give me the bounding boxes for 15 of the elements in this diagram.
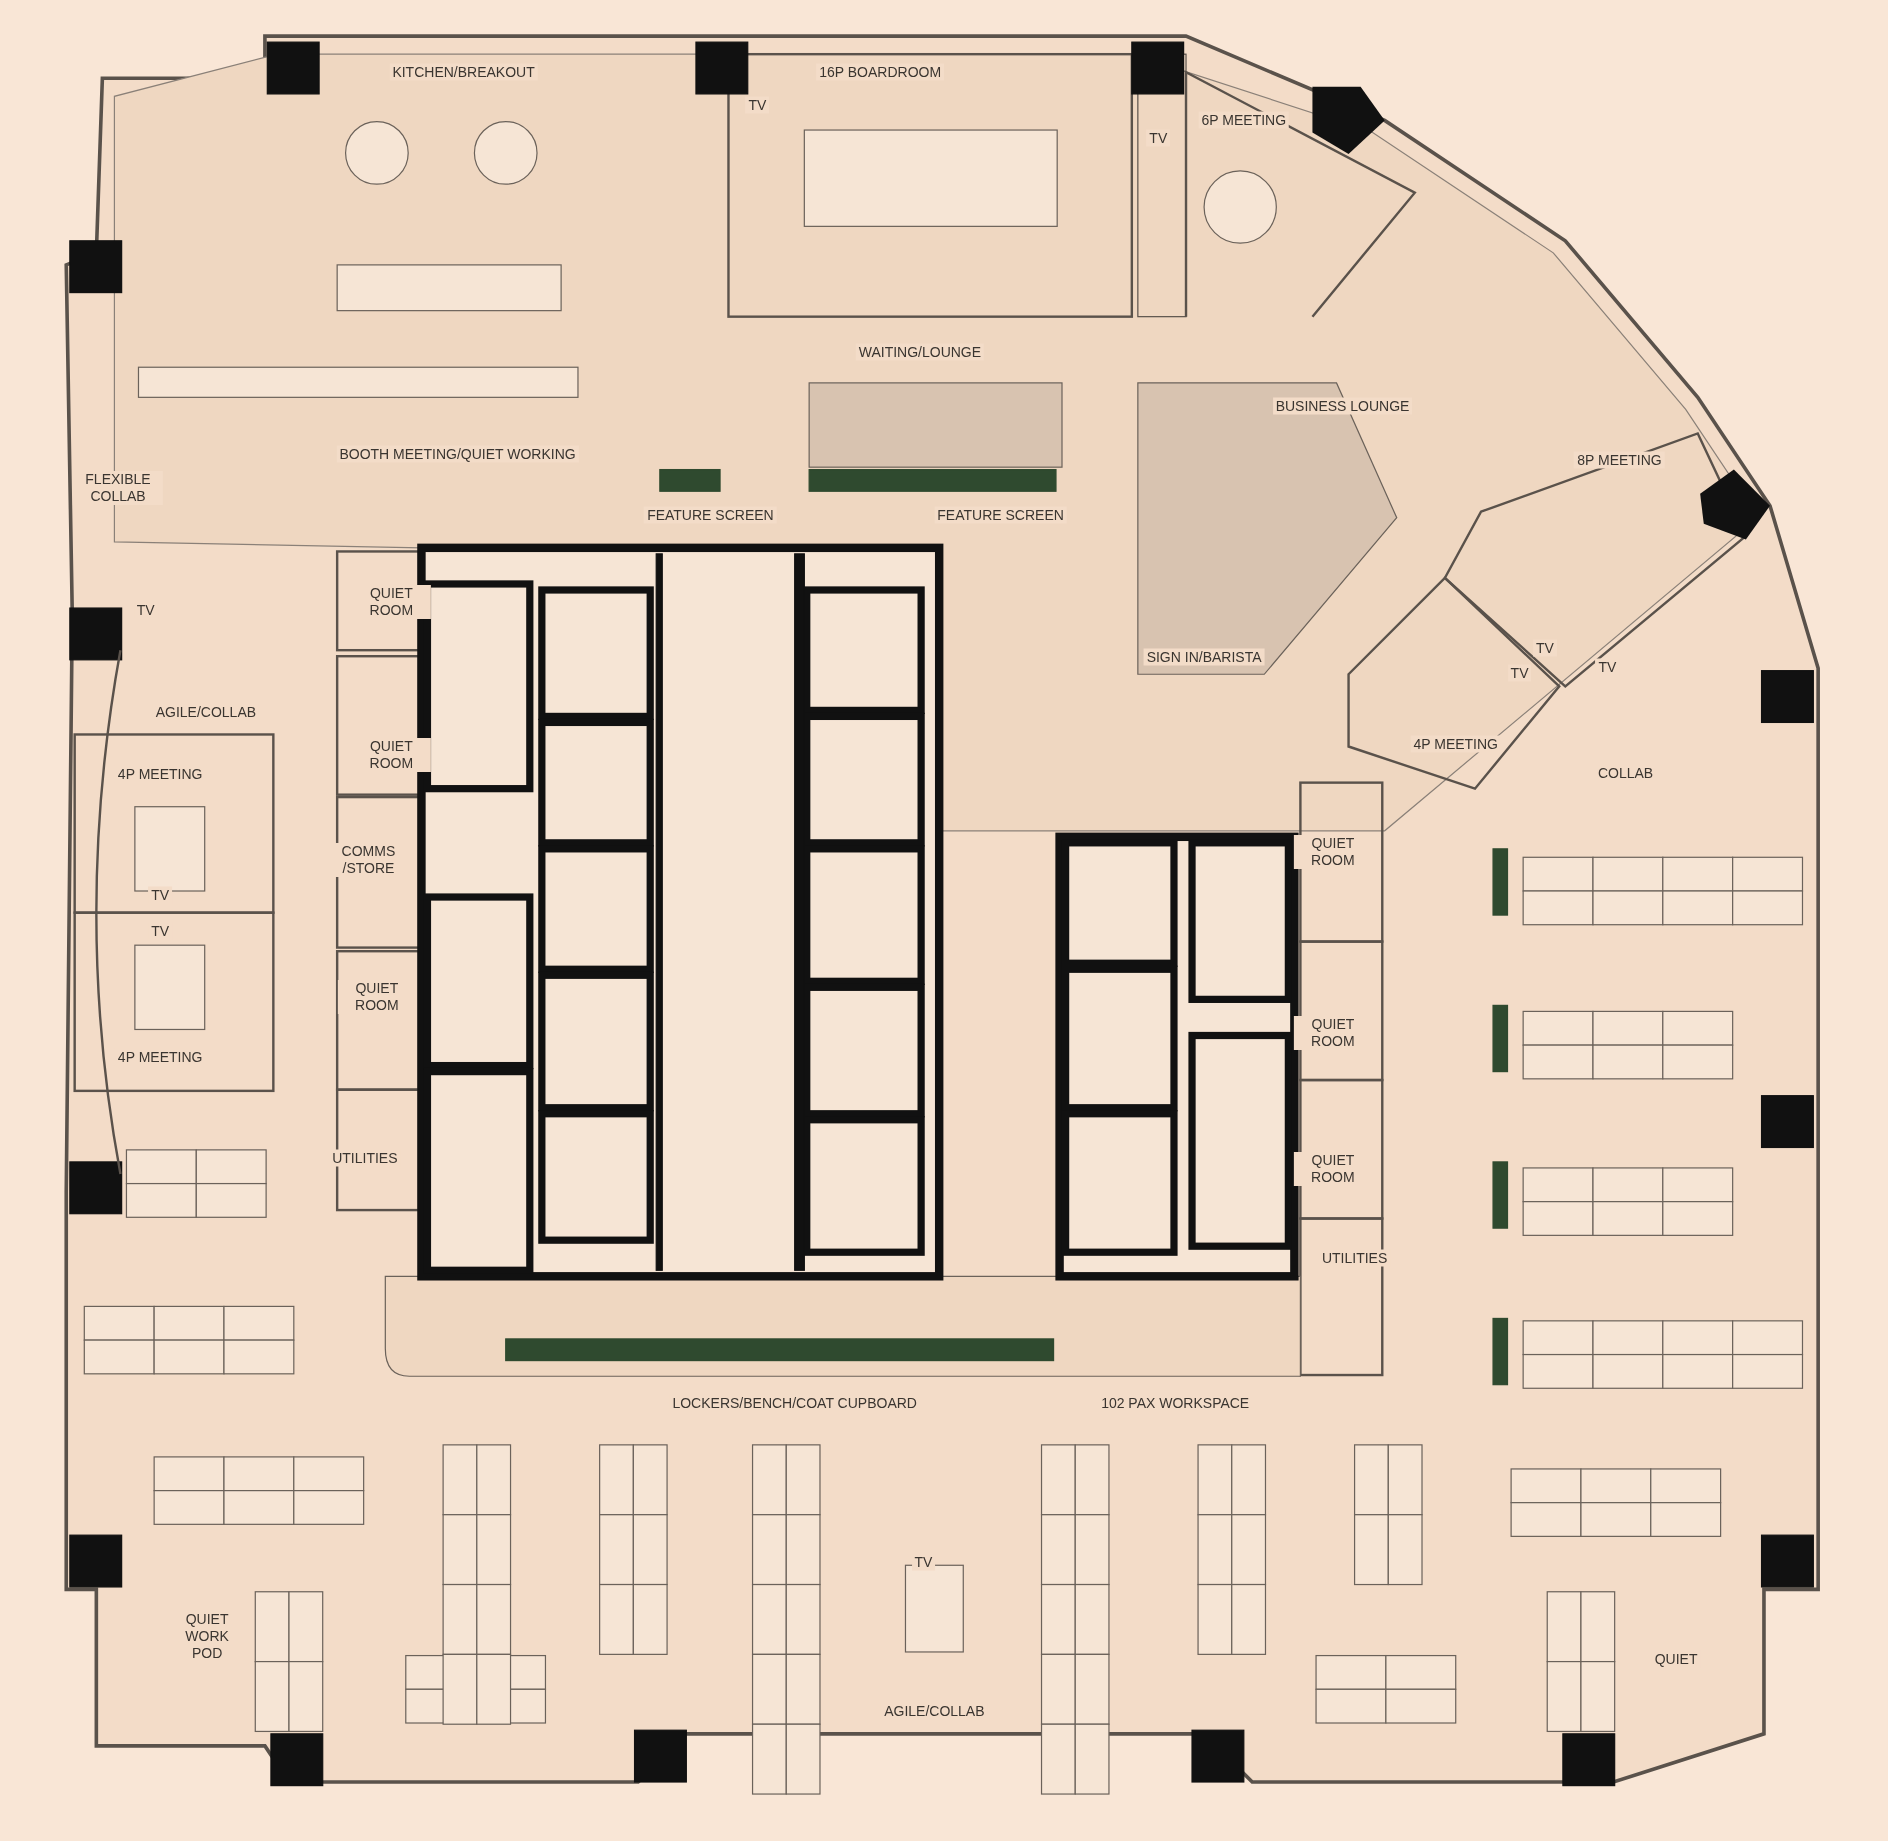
room-label: 8P MEETING <box>1574 451 1665 469</box>
tv-label: TV <box>745 96 770 114</box>
tv-label: TV <box>1532 639 1557 657</box>
room-label: 4P MEETING <box>1410 735 1501 753</box>
room-label: KITCHEN/BREAKOUT <box>389 63 538 81</box>
room-label: FEATURE SCREEN <box>644 506 777 524</box>
tv-label: TV <box>1146 129 1171 147</box>
room-label: SIGN IN/BARISTA <box>1143 648 1265 666</box>
room-label: FEATURE SCREEN <box>934 506 1067 524</box>
room-label: WAITING/LOUNGE <box>855 343 985 361</box>
room-label: BOOTH MEETING/QUIET WORKING <box>336 445 579 463</box>
tv-label: TV <box>1507 664 1532 682</box>
room-label: BUSINESS LOUNGE <box>1272 397 1413 415</box>
room-label: 16P BOARDROOM <box>816 63 945 81</box>
room-label: 6P MEETING <box>1198 111 1290 129</box>
